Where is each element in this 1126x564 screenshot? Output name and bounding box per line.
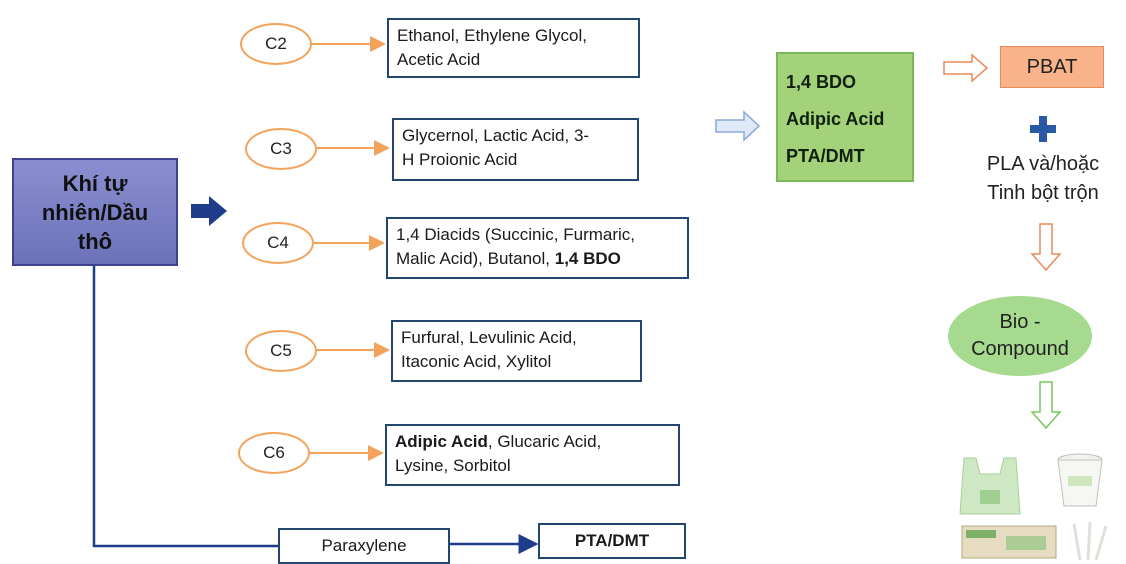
oval-c5: C5: [245, 330, 317, 372]
product-line: Glycernol, Lactic Acid, 3-: [402, 124, 629, 148]
product-text-run: Acetic Acid: [397, 50, 481, 69]
product-line: Acetic Acid: [397, 48, 630, 72]
product-line: 1,4 Diacids (Succinic, Furmaric,: [396, 223, 679, 247]
cutlery-icon: [1072, 521, 1108, 561]
pla-text: PLA và/hoặc Tinh bột trộn: [960, 150, 1126, 208]
bio-products-image: [959, 453, 1108, 561]
paraxylene-label: Paraxylene: [321, 536, 407, 555]
intermediate-adipic-acid: Adipic Acid: [786, 109, 885, 129]
pla-line-1: PLA và/hoặc: [986, 153, 1100, 175]
product-text-run: Furfural, Levulinic Acid,: [401, 328, 577, 347]
pla-line-2: Tinh bột trộn: [987, 182, 1099, 204]
product-box-c2: Ethanol, Ethylene Glycol, Acetic Acid: [387, 18, 640, 78]
plus-icon: [1030, 116, 1056, 142]
product-text-run: Lysine, Sorbitol: [395, 456, 511, 475]
pbat-label: PBAT: [1026, 55, 1078, 78]
product-text-run: Adipic Acid: [395, 432, 488, 451]
intermediate-bdo: 1,4 BDO: [786, 72, 857, 92]
source-to-paraxylene-line: [92, 266, 278, 548]
product-line: Lysine, Sorbitol: [395, 454, 670, 478]
product-text-run: Itaconic Acid, Xylitol: [401, 352, 552, 371]
oval-c4-label: C4: [267, 233, 289, 252]
product-line: Itaconic Acid, Xylitol: [401, 350, 632, 374]
oval-c3-label: C3: [270, 139, 292, 158]
bio-line-1: Bio -: [999, 311, 1041, 333]
hollow-arrow-to-pbat: [943, 53, 989, 83]
product-text-run: Ethanol, Ethylene Glycol,: [397, 26, 587, 45]
pbat-box: PBAT: [1000, 46, 1104, 88]
oval-c4: C4: [242, 222, 314, 264]
hollow-arrow-to-intermediates: [715, 110, 761, 142]
intermediate-pta-dmt: PTA/DMT: [786, 146, 865, 166]
product-line: Adipic Acid, Glucaric Acid,: [395, 430, 670, 454]
product-box-c3: Glycernol, Lactic Acid, 3- H Proionic Aci…: [392, 118, 639, 181]
pta-dmt-label: PTA/DMT: [574, 531, 650, 550]
product-text-run: , Glucaric Acid,: [487, 432, 602, 451]
paraxylene-box: Paraxylene: [278, 528, 450, 564]
source-arrow: [191, 196, 227, 226]
product-box-c4: 1,4 Diacids (Succinic, Furmaric, Malic Ac…: [386, 217, 689, 279]
intermediates-box: 1,4 BDO Adipic Acid PTA/DMT: [776, 52, 914, 182]
cutlery-box-icon: [961, 525, 1057, 559]
product-line: Ethanol, Ethylene Glycol,: [397, 24, 630, 48]
product-text-run: Malic Acid), Butanol,: [396, 249, 555, 268]
product-line: Malic Acid), Butanol, 1,4 BDO: [396, 247, 679, 271]
cup-icon: [1057, 453, 1103, 507]
pta-dmt-box: PTA/DMT: [538, 523, 686, 559]
source-label: Khí tự nhiên/Dầu thô: [41, 170, 149, 254]
product-text-run: Glycernol, Lactic Acid, 3-: [402, 126, 590, 145]
source-box: Khí tự nhiên/Dầu thô: [12, 158, 178, 266]
oval-c3: C3: [245, 128, 317, 170]
bio-compound-ellipse: Bio - Compound: [948, 296, 1092, 376]
product-line: Furfural, Levulinic Acid,: [401, 326, 632, 350]
oval-c6-label: C6: [263, 443, 285, 462]
product-box-c5: Furfural, Levulinic Acid, Itaconic Acid, …: [391, 320, 642, 382]
oval-c6: C6: [238, 432, 310, 474]
product-text-run: H Proionic Acid: [402, 150, 518, 169]
oval-c2: C2: [240, 23, 312, 65]
oval-c2-label: C2: [265, 34, 287, 53]
oval-c5-label: C5: [270, 341, 292, 360]
hollow-arrow-down-to-bio: [1030, 223, 1062, 272]
bag-icon: [959, 457, 1021, 515]
bio-line-2: Compound: [971, 338, 1069, 360]
product-line: H Proionic Acid: [402, 148, 629, 172]
product-text-run: 1,4 Diacids (Succinic, Furmaric,: [396, 225, 636, 244]
product-text-run: 1,4 BDO: [554, 249, 621, 268]
product-box-c6: Adipic Acid, Glucaric Acid, Lysine, Sorbi…: [385, 424, 680, 486]
hollow-arrow-down-to-products: [1030, 381, 1062, 430]
